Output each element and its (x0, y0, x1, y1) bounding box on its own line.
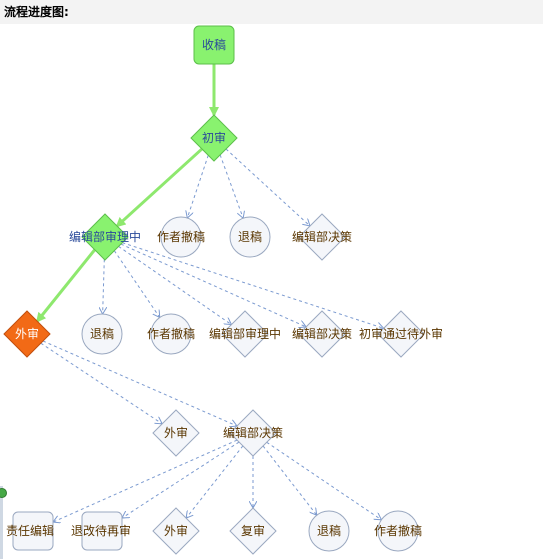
side-panel-edge (0, 486, 3, 559)
node-shape-circle (81, 313, 123, 355)
side-panel-toggle[interactable] (0, 488, 7, 498)
node-shape-diamond (81, 213, 129, 261)
node-label: 外审 (15, 326, 39, 341)
node-shape-diamond (377, 310, 425, 358)
node-label: 退稿 (90, 326, 114, 341)
edge-chushen-to-bianji-shenli (115, 147, 203, 228)
node-shape-diamond (221, 310, 269, 358)
edge-bianji-shenli-to-sl-chegao (113, 250, 159, 318)
edge-bianji-shenli-to-sl-shenli (118, 246, 232, 324)
node-shape-diamond (298, 310, 346, 358)
edges-layer (35, 64, 383, 522)
page-title: 流程进度图: (4, 5, 69, 19)
node-shape-diamond (3, 310, 51, 358)
node-chushen-juece[interactable]: 编辑部决策 (292, 213, 352, 261)
edge-ws-juece-to-jc-waishen (186, 445, 244, 518)
node-bianji-shenli[interactable]: 编辑部审理中 (69, 213, 141, 261)
node-jc-zeren[interactable]: 责任编辑 (6, 511, 54, 551)
node-label: 编辑部决策 (292, 229, 352, 244)
node-label: 复审 (241, 523, 265, 538)
node-label: 退稿 (317, 523, 341, 538)
node-label: 作者撤稿 (374, 523, 422, 538)
node-label: 退稿 (238, 229, 262, 244)
node-label: 作者撤稿 (157, 229, 205, 244)
node-label: 初审 (202, 130, 226, 145)
edge-bianji-shenli-to-sl-tongguo (122, 242, 383, 329)
node-shape-circle (160, 216, 202, 258)
edge-waishen-to-ws-waishen (40, 342, 162, 424)
edge-chushen-to-chushen-juece (225, 148, 310, 226)
node-jc-waishen[interactable]: 外审 (152, 507, 200, 555)
node-ws-juece[interactable]: 编辑部决策 (223, 409, 283, 457)
node-shape-circle (377, 510, 419, 552)
edge-chushen-to-chushen-tuigao (219, 154, 243, 218)
node-shape-circle (150, 313, 192, 355)
node-label: 退改待再审 (71, 523, 131, 538)
node-sl-tuigao[interactable]: 退稿 (81, 313, 123, 355)
nodes-layer: 收稿初审作者撤稿退稿编辑部决策编辑部审理中外审退稿作者撤稿编辑部审理中编辑部决策… (3, 25, 443, 555)
node-label: 初审通过待外审 (359, 326, 443, 341)
node-sl-tongguo[interactable]: 初审通过待外审 (359, 310, 443, 358)
header-bar: 流程进度图: (0, 0, 543, 24)
edge-bianji-shenli-to-waishen (35, 248, 96, 323)
edge-ws-juece-to-jc-tuigao (262, 445, 317, 515)
node-label: 编辑部决策 (292, 326, 352, 341)
node-waishen[interactable]: 外审 (3, 310, 51, 358)
edge-ws-juece-to-jc-zeren (53, 439, 238, 522)
node-shape-diamond (152, 507, 200, 555)
node-shape-rect (193, 25, 235, 65)
node-ws-waishen[interactable]: 外审 (152, 409, 200, 457)
node-chushen[interactable]: 初审 (190, 114, 238, 162)
node-shape-rect (81, 511, 123, 551)
node-shape-rect (12, 511, 54, 551)
node-chushen-chegao[interactable]: 作者撤稿 (157, 216, 205, 258)
node-jc-tuigao[interactable]: 退稿 (308, 510, 350, 552)
edge-bianji-shenli-to-sl-juece (120, 243, 306, 327)
node-shape-circle (229, 216, 271, 258)
edge-waishen-to-ws-juece (42, 340, 237, 426)
node-shape-circle (308, 510, 350, 552)
edge-ws-juece-to-jc-chegao (266, 441, 382, 520)
node-shape-diamond (229, 409, 277, 457)
node-shape-diamond (152, 409, 200, 457)
node-label: 编辑部审理中 (209, 326, 281, 341)
node-jc-tuigai[interactable]: 退改待再审 (71, 511, 131, 551)
node-shape-diamond (190, 114, 238, 162)
node-shougao[interactable]: 收稿 (193, 25, 235, 65)
node-sl-shenli[interactable]: 编辑部审理中 (209, 310, 281, 358)
node-label: 编辑部审理中 (69, 229, 141, 244)
node-label: 外审 (164, 425, 188, 440)
node-jc-fushen[interactable]: 复审 (229, 507, 277, 555)
edge-ws-juece-to-jc-tuigai (122, 441, 240, 518)
node-label: 责任编辑 (6, 523, 54, 538)
node-sl-chegao[interactable]: 作者撤稿 (147, 313, 195, 355)
node-shape-diamond (229, 507, 277, 555)
edge-chushen-to-chushen-chegao (187, 155, 209, 218)
edge-bianji-shenli-to-sl-tuigao (103, 259, 105, 314)
node-shape-diamond (298, 213, 346, 261)
node-label: 作者撤稿 (147, 326, 195, 341)
node-label: 收稿 (202, 37, 226, 52)
node-label: 编辑部决策 (223, 425, 283, 440)
node-chushen-tuigao[interactable]: 退稿 (229, 216, 271, 258)
node-sl-juece[interactable]: 编辑部决策 (292, 310, 352, 358)
node-label: 外审 (164, 523, 188, 538)
node-jc-chegao[interactable]: 作者撤稿 (374, 510, 422, 552)
